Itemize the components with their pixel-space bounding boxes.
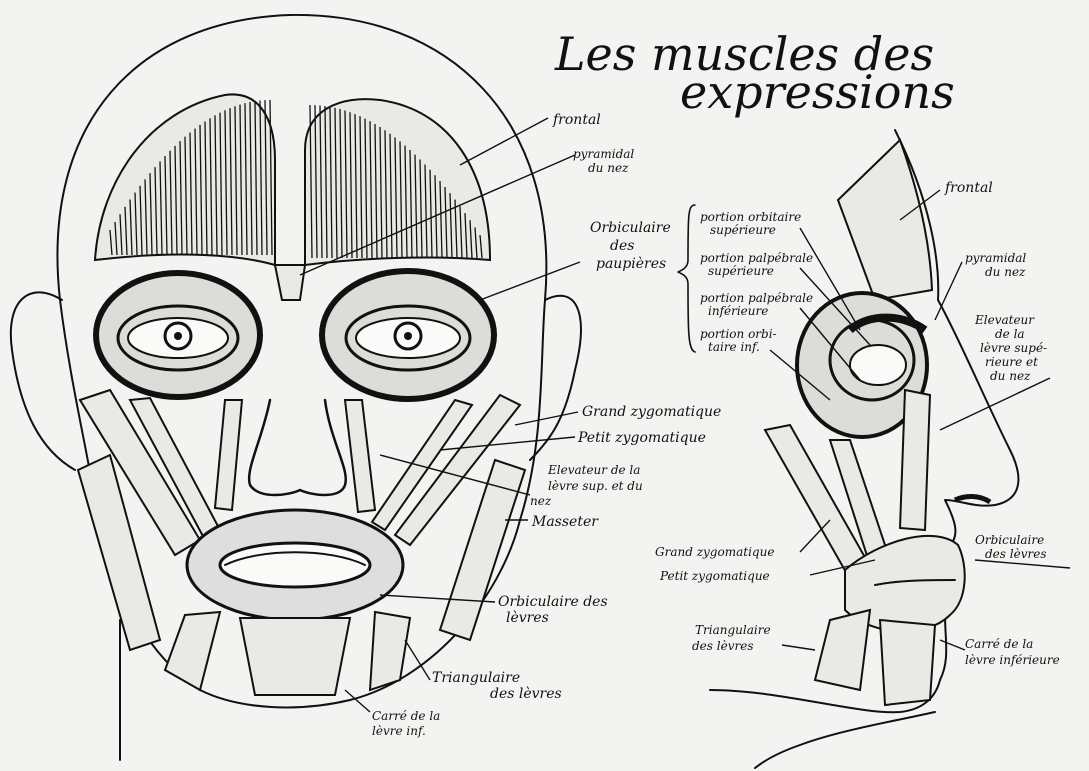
label-front-elevateur-2: lèvre sup. et du <box>548 479 643 493</box>
label-front-elevateur-3: nez <box>530 494 552 508</box>
label-profile-triangulaire-2: des lèvres <box>692 639 753 653</box>
label-portion-2-a: portion palpébrale <box>700 251 813 265</box>
label-profile-orbiculaire-2: des lèvres <box>985 547 1046 561</box>
front-orbicularis-right <box>322 271 494 399</box>
profile-elevateur <box>900 390 930 530</box>
label-front-orbiculaire-2: des <box>610 238 634 254</box>
label-front-pyramidal-1: pyramidal <box>573 147 634 161</box>
front-frontal-right <box>305 99 490 265</box>
front-pyramidal <box>275 265 305 300</box>
label-front-orbiculaire-levres-1: Orbiculaire des <box>498 594 608 610</box>
front-triangularis-right <box>370 612 410 690</box>
label-profile-elevateur-5: du nez <box>990 369 1031 383</box>
label-portion-4-b: taire inf. <box>708 340 760 354</box>
label-portion-1-b: supérieure <box>710 223 776 237</box>
front-frontal-left <box>95 94 275 265</box>
front-triangularis-left <box>165 612 220 690</box>
label-portion-4-a: portion orbi- <box>700 327 777 341</box>
label-portion-2-b: supérieure <box>708 264 774 278</box>
label-profile-grand-zygomatique: Grand zygomatique <box>655 545 774 559</box>
title-line-2: expressions <box>680 65 955 119</box>
label-front-triangulaire-2: des lèvres <box>490 686 562 702</box>
label-front-petit-zygomatique: Petit zygomatique <box>577 430 706 446</box>
label-profile-pyramidal-2: du nez <box>985 265 1026 279</box>
label-profile-triangulaire-1: Triangulaire <box>695 623 771 637</box>
label-profile-elevateur-4: rieure et <box>985 355 1038 369</box>
label-front-orbiculaire-levres-2: lèvres <box>506 610 549 626</box>
label-profile-pyramidal-1: pyramidal <box>965 251 1026 265</box>
label-portion-3-b: inférieure <box>708 304 768 318</box>
label-profile-petit-zygomatique: Petit zygomatique <box>659 569 770 583</box>
front-orbicularis-mouth <box>187 510 403 620</box>
front-nose <box>249 400 346 495</box>
label-profile-elevateur-3: lèvre supé- <box>980 341 1047 355</box>
label-portion-3-a: portion palpébrale <box>700 291 813 305</box>
profile-neck <box>755 712 935 768</box>
label-front-orbiculaire-3: paupières <box>596 256 666 272</box>
label-profile-carre-2: lèvre inférieure <box>965 653 1060 667</box>
portions-brace <box>678 205 695 352</box>
label-profile-orbiculaire-1: Orbiculaire <box>975 533 1044 547</box>
front-orbicularis-left <box>96 273 260 397</box>
profile-triangularis <box>815 610 870 690</box>
front-quadratus <box>240 618 350 695</box>
label-front-elevateur-1: Elevateur de la <box>547 463 640 477</box>
profile-quadratus <box>880 620 935 705</box>
label-portion-1-a: portion orbitaire <box>700 210 801 224</box>
label-front-orbiculaire-1: Orbiculaire <box>590 220 671 236</box>
front-face <box>11 15 581 760</box>
profile-frontal <box>838 140 932 300</box>
label-front-grand-zygomatique: Grand zygomatique <box>582 404 721 420</box>
label-front-frontal: frontal <box>552 112 601 128</box>
label-front-carre-1: Carré de la <box>372 709 440 723</box>
label-profile-elevateur-2: de la <box>995 327 1025 341</box>
label-front-carre-2: lèvre inf. <box>372 724 426 738</box>
label-front-triangulaire-1: Triangulaire <box>432 670 520 686</box>
orbicularis-portions-labels: portion orbitaire supérieure portion pal… <box>700 210 813 354</box>
label-profile-elevateur-1: Elevateur <box>974 313 1035 327</box>
label-profile-frontal: frontal <box>944 180 993 196</box>
front-left-ear <box>11 292 75 470</box>
label-profile-carre-1: Carré de la <box>965 637 1033 651</box>
label-front-pyramidal-2: du nez <box>588 161 629 175</box>
label-front-masseter: Masseter <box>531 514 599 530</box>
